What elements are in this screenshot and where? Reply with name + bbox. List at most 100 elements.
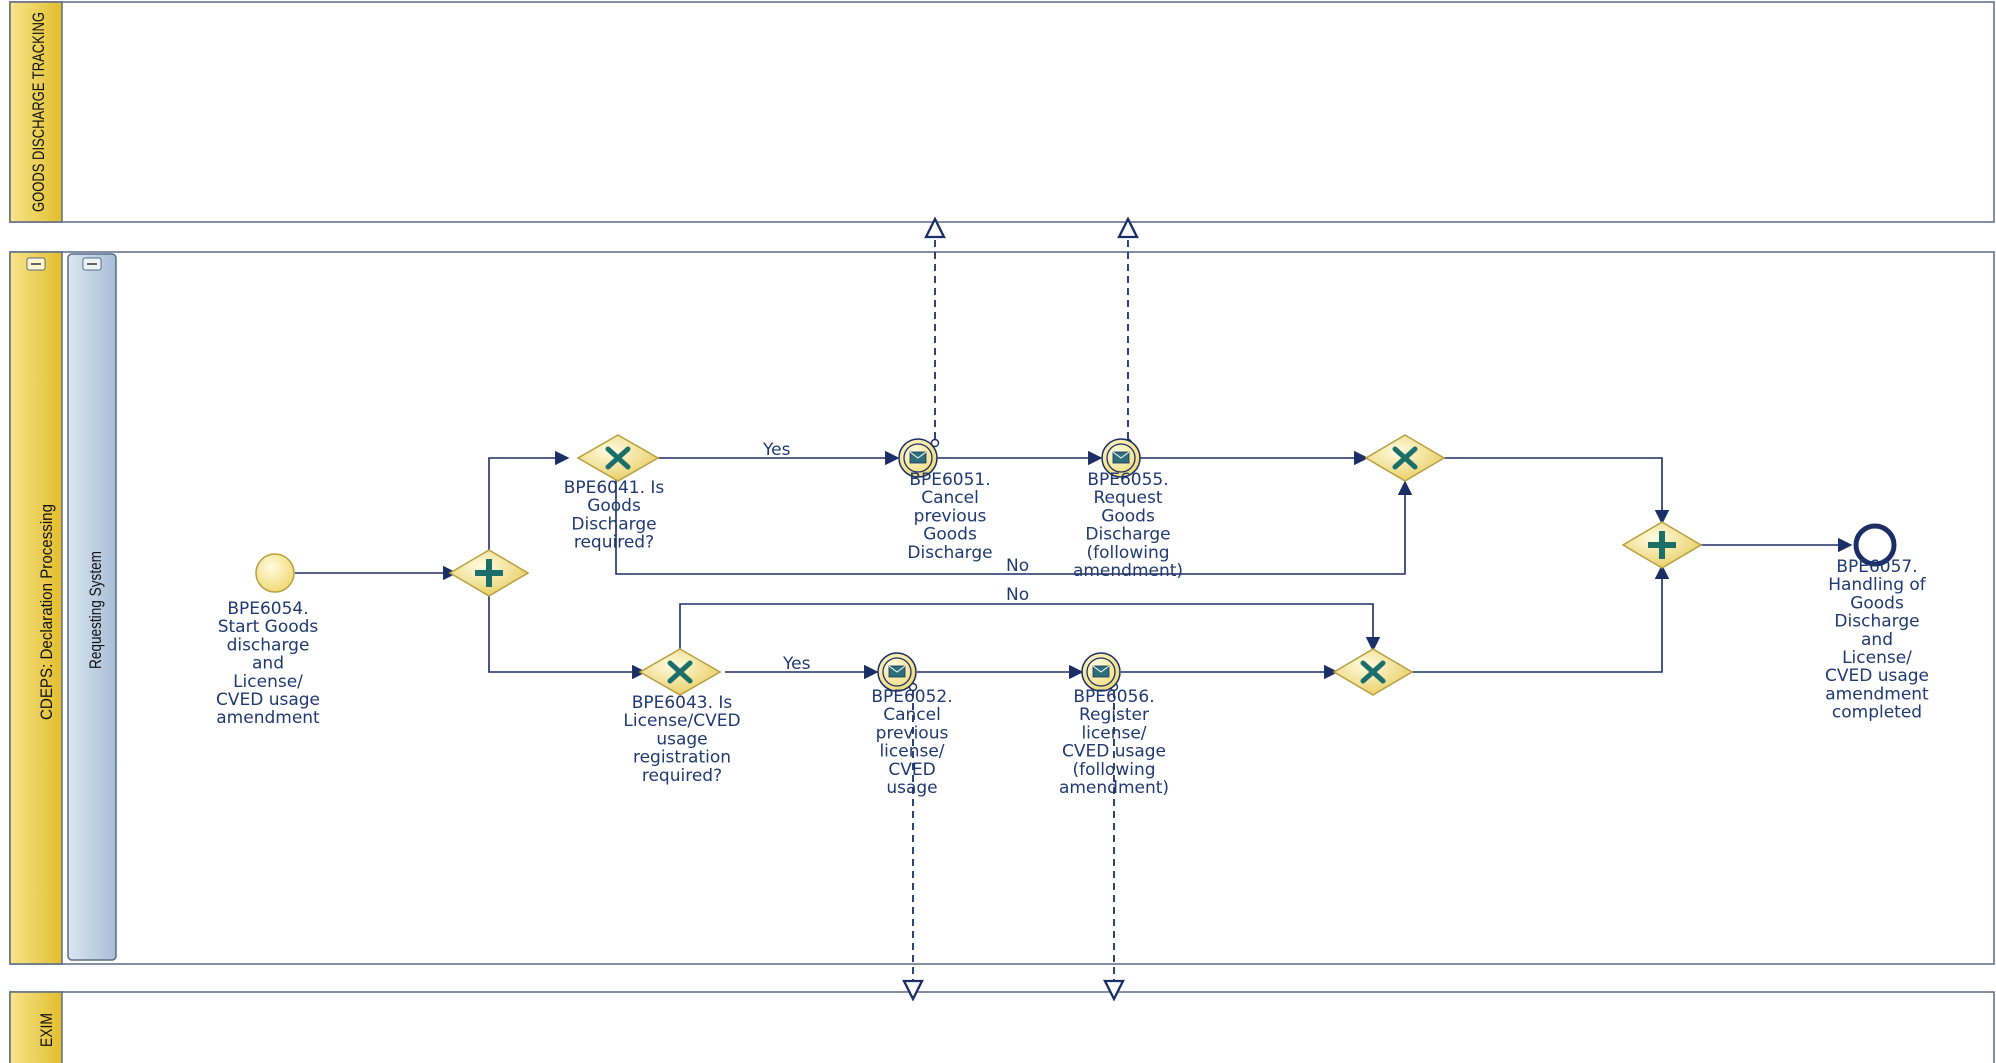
end-event-label-line: BPE6057. (1836, 557, 1917, 577)
pool-collapse-icon[interactable] (26, 257, 46, 271)
start-event-label-line: License/ (233, 672, 303, 692)
envelope-icon (1092, 665, 1110, 678)
event-6055-label-line: Request (1093, 488, 1162, 508)
event-6055-label-line: amendment) (1073, 561, 1183, 581)
gateway-exclusive-6041[interactable] (576, 434, 660, 482)
start-event-label-line: discharge (227, 635, 310, 655)
event-6051-label-line: BPE6051. (909, 470, 990, 490)
gateway-exclusive-6043[interactable] (638, 648, 722, 696)
event-6055-label-line: (following (1086, 543, 1169, 563)
gateway-6043-label-line: usage (656, 729, 707, 749)
pool-cdeps-declaration-processing[interactable]: CDEPS: Declaration Processing Requesting… (9, 251, 1995, 965)
end-event-label-line: Handling of (1828, 575, 1927, 595)
x-icon (667, 660, 693, 684)
end-event-label-line: License/ (1842, 648, 1912, 668)
event-6052-label-line: Cancel (883, 705, 941, 725)
end-event-label-line: CVED usage (1825, 666, 1929, 686)
lane-collapse-icon[interactable] (82, 257, 102, 271)
flow-split-to-g6041[interactable] (488, 450, 570, 573)
start-event-label-line: and (252, 654, 284, 674)
envelope-icon (888, 665, 906, 678)
event-6056-label-line: Register (1079, 705, 1149, 725)
x-icon (1392, 446, 1418, 470)
event-6055-label-line: BPE6055. (1087, 470, 1168, 490)
x-icon (605, 446, 631, 470)
gateway-6043-label-line: required? (642, 766, 722, 786)
flow-merge-bottom-to-join[interactable] (1412, 564, 1670, 673)
pool-title-exim: EXIM (37, 1013, 56, 1047)
gateway-6041-label-line: BPE6041. Is (564, 478, 665, 498)
end-event-label-line: and (1861, 630, 1893, 650)
end-event-label-line: Discharge (1834, 612, 1919, 632)
gateway-6041-label-line: Discharge (571, 514, 656, 534)
event-6055-label-line: Goods (1101, 506, 1155, 526)
pool-title-goods-discharge-tracking: GOODS DISCHARGE TRACKING (29, 12, 48, 212)
envelope-icon (1112, 451, 1130, 464)
event-6052-label-line: usage (886, 778, 937, 798)
event-6056-label-line: BPE6056. (1073, 687, 1154, 707)
message-event-6055[interactable] (1101, 438, 1141, 478)
lane-requesting-system[interactable]: Requesting System (67, 253, 117, 961)
flow-label-top-yes: Yes (762, 440, 791, 460)
x-icon (1360, 660, 1386, 684)
end-event-label-line: amendment (1825, 684, 1929, 704)
event-6051-label-line: Discharge (907, 543, 992, 563)
event-6056-label-line: amendment) (1059, 778, 1169, 798)
pool-title-cdeps: CDEPS: Declaration Processing (37, 504, 56, 720)
start-event-label-line: CVED usage (216, 690, 320, 710)
gateway-6043-label-line: registration (633, 748, 731, 768)
message-event-6051[interactable] (898, 438, 938, 478)
flow-merge-top-to-join[interactable] (1442, 457, 1670, 525)
flow-label-bottom-yes: Yes (782, 654, 811, 674)
end-event-label-line: completed (1832, 703, 1922, 723)
event-6051-label-line: Cancel (921, 488, 979, 508)
flow-split-to-g6043[interactable] (488, 573, 647, 680)
pool-goods-discharge-tracking[interactable]: GOODS DISCHARGE TRACKING (9, 1, 1995, 223)
flow-label-top-no: No (1006, 556, 1029, 576)
gateway-merge-bottom[interactable] (1332, 648, 1414, 696)
sequence-flows (295, 450, 1853, 680)
start-event-label-line: Start Goods (218, 617, 319, 637)
gateway-6041-label-line: Goods (587, 496, 641, 516)
event-6056-label-line: (following (1072, 760, 1155, 780)
envelope-icon (909, 451, 927, 464)
gateway-merge-top[interactable] (1364, 434, 1446, 482)
flow-g6043-no[interactable] (679, 603, 1381, 672)
event-6051-label-line: previous (914, 506, 987, 526)
plus-icon (1648, 531, 1676, 559)
event-6056-label-line: license/ (1081, 723, 1146, 743)
start-event-6054[interactable] (255, 553, 295, 593)
event-6052-label-line: previous (876, 723, 949, 743)
event-6051-label-line: Goods (923, 525, 977, 545)
event-6052-label-line: BPE6052. (871, 687, 952, 707)
gateway-parallel-join[interactable] (1621, 521, 1703, 569)
event-6055-label-line: Discharge (1085, 525, 1170, 545)
start-event-label-line: amendment (216, 708, 320, 728)
gateway-6043-label-line: License/CVED (623, 711, 740, 731)
flow-g6041-no[interactable] (615, 458, 1413, 575)
plus-icon (475, 559, 503, 587)
event-6056-label-line: CVED usage (1062, 742, 1166, 762)
end-event-label-line: Goods (1850, 593, 1904, 613)
pool-exim[interactable]: EXIM (9, 991, 1995, 1063)
gateway-6043-label-line: BPE6043. Is (632, 693, 733, 713)
start-event-label-line: BPE6054. (227, 599, 308, 619)
gateway-parallel-split[interactable] (448, 549, 530, 597)
message-event-6052[interactable] (877, 652, 917, 692)
end-event-6057[interactable] (1853, 523, 1897, 567)
message-event-6056[interactable] (1081, 652, 1121, 692)
event-6052-label-line: CVED (888, 760, 935, 780)
gateway-6041-label-line: required? (574, 533, 654, 553)
lane-title: Requesting System (86, 551, 105, 669)
flow-label-bottom-no: No (1006, 585, 1029, 605)
